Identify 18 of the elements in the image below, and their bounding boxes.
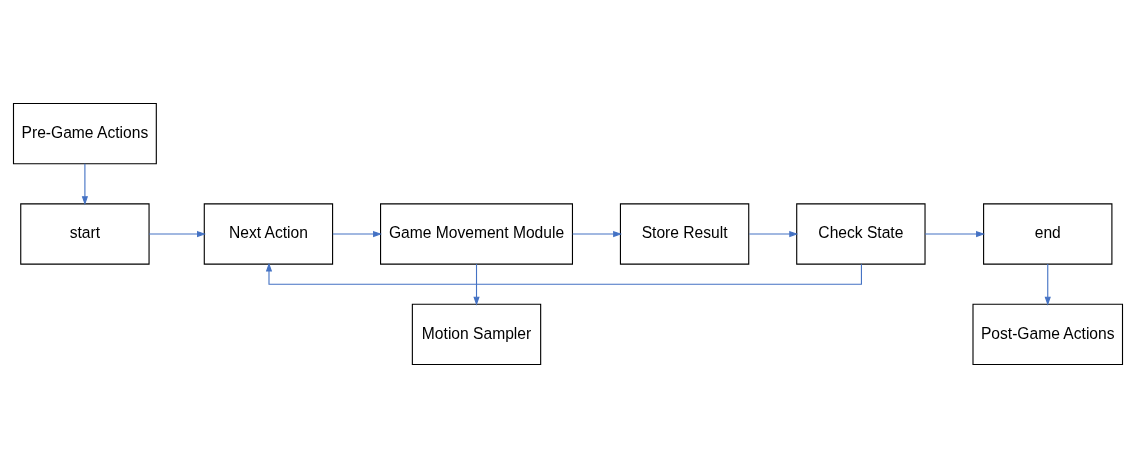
node-box: end [983,203,1113,265]
node-box: Store Result [619,203,750,265]
node-box: Game Movement Module [380,203,573,265]
arrow [332,230,382,238]
node-box: Motion Sampler [411,303,542,366]
arrow [924,230,985,238]
arrow [1044,263,1051,306]
arrow [572,230,623,238]
node-box: Next Action [203,203,334,265]
arrow [473,263,480,306]
node-box: start [20,203,150,265]
arrow [148,230,206,238]
arrow [81,163,89,206]
arrow [748,230,799,238]
node-box: Post-Game Actions [972,303,1124,366]
node-box: Pre-Game Actions [12,102,157,165]
arrow [265,262,862,285]
node-box: Check State [796,203,926,265]
